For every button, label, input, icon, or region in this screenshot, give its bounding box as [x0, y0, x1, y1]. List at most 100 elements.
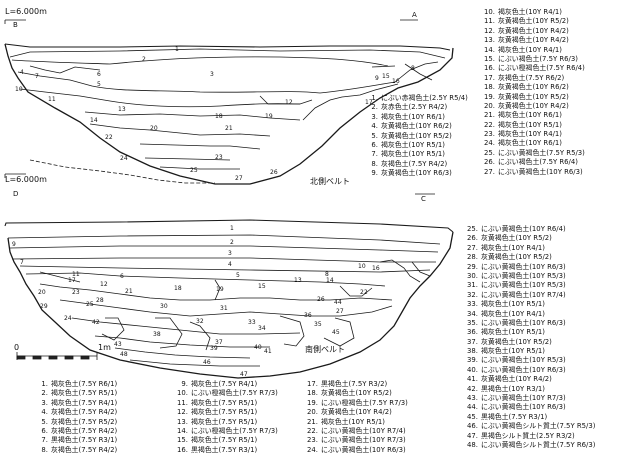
- legend-entry-description: にぶい褐色土(7.5Y R6/3): [498, 54, 578, 63]
- legend-entry-number: 21.: [307, 417, 318, 426]
- legend-entry-number: 46.: [467, 422, 478, 431]
- legend-entry-description: にぶい黄褐色土(10Y R6/3): [481, 365, 566, 374]
- legend-south-part1: 1.褐灰色土(7.5Y R6/1)2.褐灰色土(7.5Y R5/1)3.褐灰色土…: [35, 380, 117, 455]
- legend-entry: 37.灰黄褐色土(10Y R5/2): [465, 338, 595, 347]
- legend-entry-description: 灰黄褐色土(10Y R6/3): [381, 169, 452, 178]
- legend-entry: 43.にぶい黄褐色土(10Y R7/3): [465, 394, 595, 403]
- legend-entry: 13.灰黄褐色土(10Y R4/2): [482, 36, 585, 45]
- legend-entry-number: 40.: [467, 365, 478, 374]
- legend-south-part4: 25.にぶい黄褐色土(10Y R6/4)26.灰黄褐色土(10Y R5/2)27…: [465, 225, 595, 450]
- legend-entry: 5.灰黄褐色土(10Y R5/2): [365, 132, 468, 141]
- legend-entry-number: 18.: [484, 83, 495, 92]
- layer-number-label: 7: [20, 259, 24, 266]
- legend-entry-description: 黒褐色土(10Y R3/1): [481, 384, 545, 393]
- legend-entry-description: 灰褐色土(7.5Y R4/2): [51, 445, 118, 454]
- legend-entry-number: 28.: [467, 253, 478, 262]
- legend-entry-description: 褐灰色土(10Y R6/1): [381, 112, 445, 121]
- legend-entry-number: 42.: [467, 384, 478, 393]
- legend-entry: 19.にぶい橙褐色土(7.5Y R7/3): [305, 399, 408, 408]
- legend-entry: 10.にぶい橙褐色土(7.5Y R7/3): [175, 389, 278, 398]
- layer-number-label: 45: [332, 329, 340, 336]
- legend-entry-number: 47.: [467, 431, 478, 440]
- layer-number-label: 12: [285, 99, 293, 106]
- legend-entry-number: 27.: [467, 243, 478, 252]
- legend-entry: 19.灰黄褐色土(10Y R5/2): [482, 93, 585, 102]
- legend-entry-description: 褐灰色土(10Y R5/1): [498, 120, 562, 129]
- legend-entry-number: 9.: [181, 380, 188, 388]
- layer-number-label: 27: [235, 175, 243, 182]
- legend-entry-number: 48.: [467, 440, 478, 449]
- legend-entry-number: 37.: [467, 337, 478, 346]
- legend-entry-number: 41.: [467, 375, 478, 384]
- legend-entry-number: 11.: [484, 17, 495, 26]
- legend-entry-number: 16.: [484, 64, 495, 73]
- layer-number-label: 33: [248, 319, 256, 326]
- layer-number-label: 32: [196, 318, 204, 325]
- layer-number-label: 44: [334, 299, 342, 306]
- legend-entry-description: にぶい橙褐色土(7.5Y R7/3): [191, 389, 278, 398]
- legend-entry-description: にぶい黄褐色土(10Y R6/3): [481, 262, 566, 271]
- legend-entry-number: 30.: [467, 271, 478, 280]
- legend-entry-number: 20.: [307, 408, 318, 417]
- layer-number-label: 18: [174, 285, 182, 292]
- layer-number-label: 25: [190, 167, 198, 174]
- legend-entry-number: 39.: [467, 356, 478, 365]
- legend-entry: 39.にぶい黄褐色土(10Y R5/3): [465, 356, 595, 365]
- legend-entry: 41.灰黄褐色土(10Y R4/2): [465, 375, 595, 384]
- legend-entry: 36.褐灰色土(10Y R5/1): [465, 328, 595, 337]
- layer-number-label: 20: [38, 289, 46, 296]
- legend-entry-number: 1.: [371, 94, 378, 102]
- layer-number-label: 1: [230, 225, 234, 232]
- legend-entry-description: 灰褐色土(7.5Y R5/2): [51, 417, 118, 426]
- layer-number-label: 24: [120, 155, 128, 162]
- legend-entry: 26.灰黄褐色土(10Y R5/2): [465, 234, 595, 243]
- legend-entry-description: にぶい黄褐色土(10Y R5/3): [481, 281, 566, 290]
- legend-entry-description: 灰褐色土(7.5Y R4/2): [51, 408, 118, 417]
- legend-entry-number: 16.: [177, 445, 188, 454]
- legend-entry-number: 2.: [371, 103, 378, 112]
- legend-entry-description: 灰黄褐色土(10Y R5/2): [321, 389, 392, 398]
- layer-number-label: 35: [314, 321, 322, 328]
- legend-entry-description: 黒褐色土(7.5Y R3/1): [51, 436, 118, 445]
- layer-number-label: 21: [125, 288, 133, 295]
- legend-entry-number: 8.: [371, 159, 378, 168]
- legend-entry: 7.褐灰色土(10Y R5/1): [365, 150, 468, 159]
- legend-entry-number: 26.: [467, 234, 478, 243]
- legend-entry: 6.褐灰色土(10Y R5/1): [365, 141, 468, 150]
- legend-entry: 4.灰黄褐色土(10Y R6/2): [365, 122, 468, 131]
- legend-entry: 27.褐灰色土(10Y R4/1): [465, 244, 595, 253]
- scale-one-label: 1m: [98, 343, 111, 352]
- layer-number-label: 3: [210, 71, 214, 78]
- legend-entry-description: 褐灰色土(10Y R4/1): [498, 45, 562, 54]
- legend-entry-description: 褐灰色土(7.5Y R6/1): [51, 380, 118, 388]
- legend-entry-description: にぶい黄褐色土(10Y R7/3): [481, 394, 566, 403]
- legend-entry-number: 25.: [484, 148, 495, 157]
- layer-number-label: 7: [35, 73, 39, 80]
- legend-entry-number: 25.: [467, 225, 478, 233]
- layer-number-label: 6: [120, 273, 124, 280]
- legend-entry-number: 14.: [484, 45, 495, 54]
- legend-entry-number: 5.: [371, 131, 378, 140]
- legend-entry: 28.灰黄褐色土(10Y R5/2): [465, 253, 595, 262]
- point-label-d: D: [13, 190, 19, 198]
- layer-number-label: 27: [336, 308, 344, 315]
- layer-number-label: 11: [48, 96, 56, 103]
- layer-number-label: 23: [215, 154, 223, 161]
- legend-entry-number: 15.: [177, 436, 188, 445]
- legend-entry-number: 23.: [484, 130, 495, 139]
- legend-entry: 24.褐灰色土(10Y R6/1): [482, 139, 585, 148]
- layer-number-label: 28: [96, 297, 104, 304]
- layer-number-label: 40: [254, 344, 262, 351]
- legend-entry-number: 12.: [177, 408, 188, 417]
- legend-entry-description: にぶい黄褐色土(10Y R7/4): [481, 290, 566, 299]
- layer-number-label: 4: [20, 69, 24, 76]
- layer-number-label: 19: [216, 286, 224, 293]
- legend-entry: 35.にぶい黄褐色土(10Y R6/3): [465, 319, 595, 328]
- legend-entry-number: 23.: [307, 436, 318, 445]
- legend-entry-number: 2.: [41, 389, 48, 398]
- legend-entry-description: にぶい黄褐色土(10Y R5/3): [481, 356, 566, 365]
- layer-number-label: 22: [360, 289, 368, 296]
- layer-number-label: 11: [72, 271, 80, 278]
- layer-number-label: 26: [270, 169, 278, 176]
- layer-number-label: 22: [105, 134, 113, 141]
